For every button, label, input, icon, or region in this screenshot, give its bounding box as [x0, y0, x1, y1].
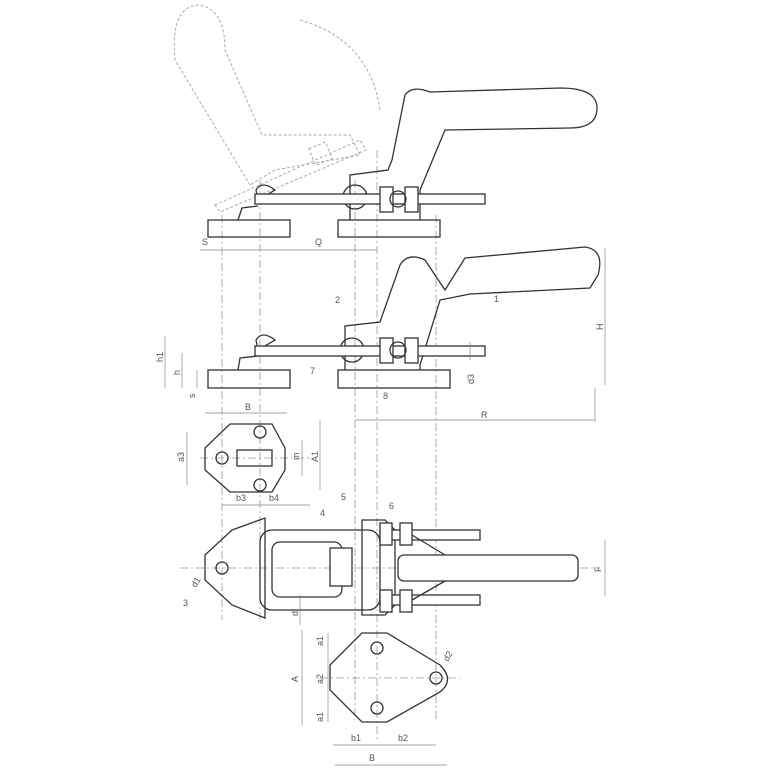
dim-d1: d1	[189, 575, 203, 589]
dim-a1-bottom: a1	[315, 712, 325, 722]
part-label-6: 6	[389, 501, 394, 511]
top-view	[204, 517, 579, 619]
dim-b4: b4	[269, 493, 279, 503]
dim-a2: a2	[315, 674, 325, 684]
dim-h: h	[172, 370, 182, 375]
dim-a1-top: a1	[315, 636, 325, 646]
dim-B-top: B	[245, 402, 251, 412]
dim-F: F	[593, 566, 603, 572]
dim-b3: b3	[236, 493, 246, 503]
dim-Q: Q	[315, 237, 322, 247]
center-lines	[180, 150, 600, 740]
part-label-5: 5	[341, 492, 346, 502]
dim-S: S	[202, 237, 208, 247]
dim-b1: b1	[351, 733, 361, 743]
part-label-8: 8	[383, 391, 388, 401]
base-plate-view	[329, 632, 449, 723]
part-label-2: 2	[335, 295, 340, 305]
dim-A1: A1	[310, 451, 320, 462]
dim-A: A	[290, 676, 300, 682]
dim-d3: d3	[466, 374, 476, 384]
dim-m: m	[291, 453, 301, 461]
dim-h1: h1	[155, 352, 165, 362]
part-label-1: 1	[494, 294, 499, 304]
part-label-7: 7	[310, 366, 315, 376]
dimension-labels: S Q H h1 h s d3 R B a3 m A1 b3 b4 d1 F d…	[155, 237, 605, 763]
dim-s: s	[187, 393, 197, 398]
hook-plate-view	[204, 423, 286, 493]
dim-d: d	[290, 611, 300, 616]
view-2-side	[207, 246, 601, 389]
dim-H: H	[595, 324, 605, 331]
dim-b2: b2	[398, 733, 408, 743]
dim-B-bottom: B	[369, 753, 375, 763]
part-label-3: 3	[183, 598, 188, 608]
dim-R: R	[481, 410, 488, 420]
part-labels: 1 2 3 4 5 6 7 8	[183, 294, 499, 608]
part-label-4: 4	[320, 508, 325, 518]
dim-a3: a3	[176, 452, 186, 462]
view-1-side	[207, 87, 598, 238]
dim-d2: d2	[441, 649, 455, 663]
view-open-ghost	[173, 4, 381, 213]
dimension-lines	[164, 248, 606, 766]
